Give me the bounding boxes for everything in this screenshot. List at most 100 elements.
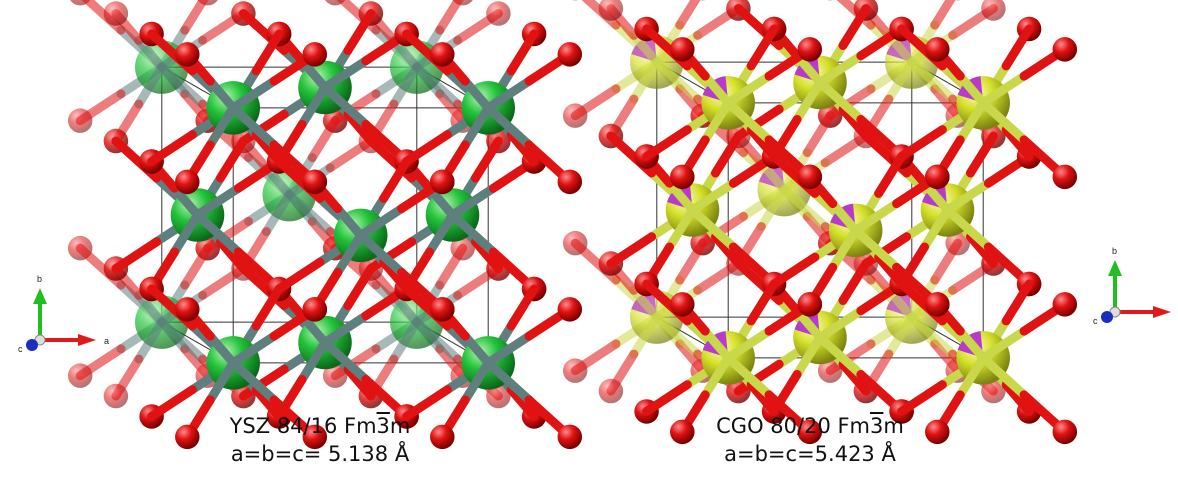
cation-bond [448,183,498,220]
oxygen-bond [215,136,248,183]
oxygen-bond [238,364,289,401]
oxygen-atom [557,424,583,450]
cation-bond [412,317,463,364]
ysz-crystal-structure [67,0,583,450]
c-axis-label: c [1093,316,1098,326]
cation-bond [792,78,825,124]
oxygen-atom [175,42,200,67]
oxygen-bond [366,237,417,274]
cation-bond [978,326,1029,363]
c-axis-marker [1101,311,1113,323]
oxygen-bond [180,0,209,35]
cation-bond [297,338,330,384]
oxygen-atom [175,424,200,450]
cation-bond [629,312,662,359]
cation-bond [333,230,366,277]
cation-bond [884,312,917,359]
cation-bond [665,205,697,252]
oxygen-bond [402,385,452,421]
atoms-and-bonds [562,0,1078,445]
oxygen-atom [486,383,511,409]
oxygen-bond [710,232,743,269]
cation-bond [629,57,662,104]
cation-bond [460,76,493,113]
oxygen-atom [925,164,950,190]
cation-bond [723,98,774,145]
cation-bond [193,210,243,257]
oxygen-bond [1001,24,1034,71]
cation-bond [815,78,866,124]
oxygen-bond [897,380,947,416]
oxygen-bond [215,237,248,274]
oxygen-bond [251,385,284,421]
cation-bond [356,204,406,240]
cation-bond [483,331,534,368]
oxygen-atom [302,169,328,195]
oxygen-atom [557,297,583,322]
axis-indicator-left: b c a [18,274,109,354]
cation-bond [134,290,167,327]
oxygen-bond [802,211,835,248]
oxygen-bond [965,131,998,178]
oxygen-atom [981,0,1006,21]
oxygen-bond [675,339,708,376]
cation-bond [205,103,238,150]
oxygen-atom [1052,37,1078,62]
oxygen-bond [470,136,503,183]
b-axis-label: b [37,274,42,284]
oxygen-bond [874,151,907,198]
c-axis-label: c [18,344,23,354]
oxygen-atom [430,169,455,195]
cation-bond [943,178,993,215]
oxygen-bond [930,0,956,30]
oxygen-atom [430,42,455,67]
oxygen-atom [981,378,1006,404]
cation-bond [297,83,330,129]
oxygen-bond [675,84,708,121]
cation-bond [688,178,738,215]
cation-bond [460,331,493,368]
oxygen-bond [746,380,779,416]
ysz-space-group-label: YSZ 84/16 Fm3m [229,414,411,438]
oxygen-bond [75,344,126,381]
cation-bond [700,326,733,363]
oxygen-atom [925,37,950,62]
cation-bond [756,185,789,232]
cation-bond [723,326,774,363]
oxygen-bond [402,130,452,166]
oxygen-bond [251,130,284,166]
oxygen-atom [486,1,511,26]
cation-bond [389,317,422,364]
a-axis-label: a [104,336,109,346]
oxygen-bond [675,0,701,30]
cation-bond [228,103,279,150]
oxygen-bond [838,359,871,396]
cation-bond [134,317,167,364]
oxygen-atom [430,424,455,450]
cation-bond [205,76,238,113]
oxygen-atom [1052,164,1078,190]
oxygen-atom [557,169,583,195]
cation-bond [134,35,167,72]
oxygen-bond [343,264,376,310]
oxygen-bond [825,339,876,376]
cation-bond [978,353,1029,400]
oxygen-bond [838,104,871,141]
cgo-caption: CGO 80/20 Fm3m a=b=c=5.423 Å [660,412,960,468]
cation-bond [955,353,988,400]
oxygen-bond [147,130,197,166]
cation-bond [425,210,457,257]
cation-bond [955,98,988,145]
atoms-and-bonds [67,0,583,450]
oxygen-bond [838,259,871,305]
oxygen-bond [274,257,325,294]
oxygen-bond [746,24,779,71]
cation-bond [955,71,988,108]
oxygen-bond [307,116,340,163]
cation-bond [779,185,830,232]
oxygen-bond [746,279,779,326]
cation-bond [815,51,866,87]
oxygen-bond [435,344,468,381]
oxygen-atom [797,164,823,190]
